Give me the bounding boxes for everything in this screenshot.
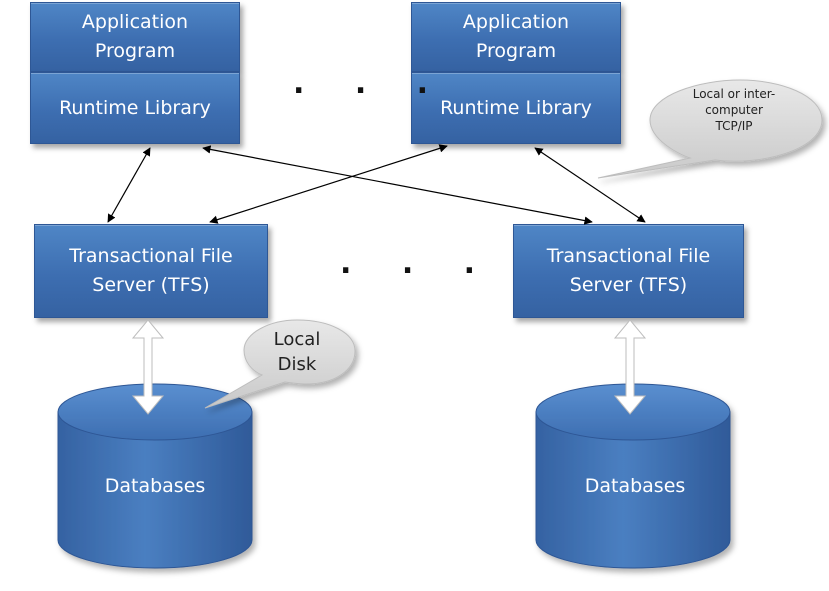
disk-callout	[204, 319, 356, 409]
tfs-db-connector-2	[613, 319, 647, 415]
database-cylinder-1	[57, 383, 253, 569]
runtime-library-label: Runtime Library	[440, 96, 592, 119]
network-callout	[597, 79, 823, 179]
tfs-label-line1: Transactional File	[69, 245, 233, 267]
runtime-library-label: Runtime Library	[59, 96, 211, 119]
link-lib1-tfs1	[107, 147, 151, 223]
link-lib2-tfs1	[209, 144, 448, 224]
link-lib1-tfs2	[202, 145, 593, 225]
runtime-library-box-2: Runtime Library	[411, 72, 621, 144]
network-callout-line2: computer	[705, 103, 763, 117]
tfs-db-connector-1	[131, 319, 165, 415]
application-program-box-1: Application Program	[30, 2, 240, 72]
tfs-box-2: Transactional File Server (TFS)	[513, 224, 744, 318]
tfs-label-line2: Server (TFS)	[92, 274, 210, 296]
link-lib2-tfs2	[534, 147, 646, 223]
application-program-label-line2: Program	[475, 40, 557, 62]
tfs-box-1: Transactional File Server (TFS)	[34, 224, 268, 318]
network-callout-line3: TCP/IP	[715, 119, 753, 133]
database-label-1: Databases	[104, 475, 206, 497]
application-program-box-2: Application Program	[411, 2, 621, 72]
network-callout-line1: Local or inter-	[692, 87, 776, 101]
runtime-library-box-1: Runtime Library	[30, 72, 240, 144]
ellipsis-top: . . .	[293, 66, 449, 101]
application-program-label-line2: Program	[94, 40, 176, 62]
disk-callout-text: Local Disk	[262, 327, 332, 377]
application-program-label-line1: Application	[81, 11, 189, 33]
tfs-label-line2: Server (TFS)	[569, 274, 688, 296]
disk-callout-line2: Disk	[277, 354, 317, 375]
database-cylinder-2	[535, 383, 731, 569]
network-callout-text: Local or inter- computer TCP/IP	[664, 86, 804, 134]
application-program-label-line1: Application	[462, 11, 570, 33]
ellipsis-middle: . . .	[340, 246, 496, 281]
database-label-2: Databases	[584, 475, 686, 497]
disk-callout-line1: Local	[273, 329, 321, 350]
tfs-label-line1: Transactional File	[546, 245, 711, 267]
